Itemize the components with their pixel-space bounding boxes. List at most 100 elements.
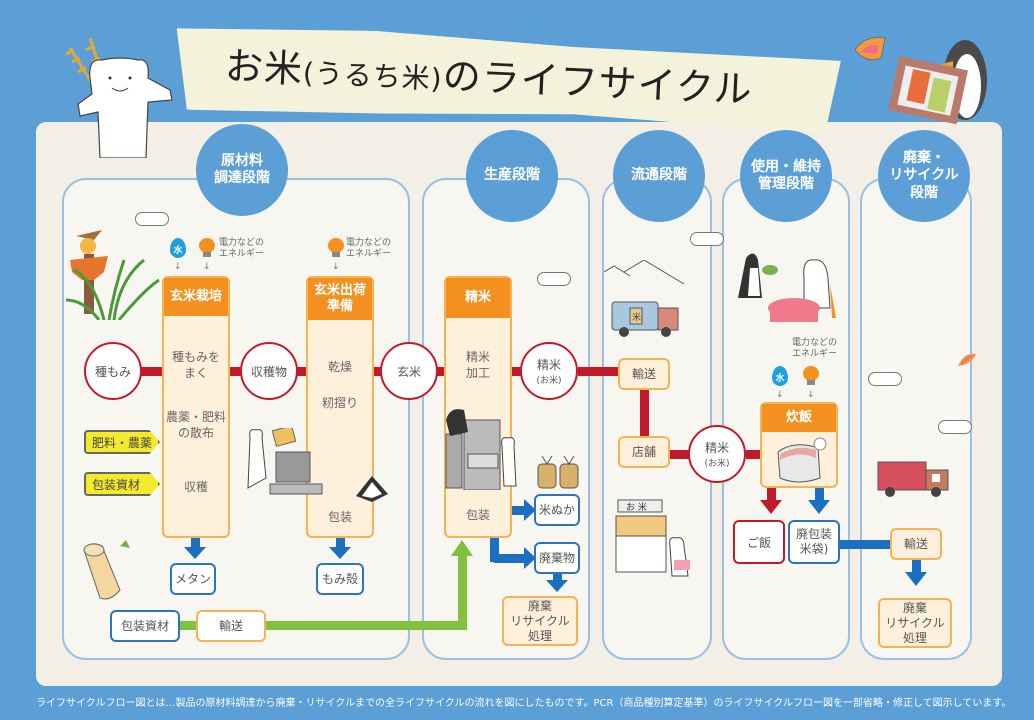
rice-shop-bear-illustration: お 米 (614, 496, 704, 580)
product-flow-line (296, 367, 308, 376)
product-flow-line (372, 367, 382, 376)
waste-flow-line (815, 488, 824, 502)
shop-sign-text: お 米 (626, 501, 647, 513)
polar-bear-illustration (60, 37, 173, 159)
input-tag-fertilizer-pesticide: 肥料・農薬 (84, 430, 160, 454)
panel-distribution (602, 178, 712, 660)
material-flow-line (180, 621, 196, 630)
output-cooked-rice: ご飯 (733, 520, 785, 564)
node-polished-rice-retail: 精米(お米) (688, 425, 746, 483)
truck-sign-text: 米 (632, 311, 641, 323)
output-rice-bran: 米ぬか (534, 494, 580, 526)
process-step: 包装 (327, 510, 352, 524)
water-icon: 水 (772, 366, 788, 386)
output-waste-packaging: 廃包装 米袋) (788, 520, 840, 564)
product-flow-line (767, 488, 776, 502)
product-flow-line (140, 367, 162, 376)
output-waste-recycling-final: 廃棄 リサイクル 処理 (878, 598, 952, 648)
penguin-with-package-illustration (854, 20, 995, 125)
stage-use-maintenance: 使用・維持 管理段階 (740, 130, 832, 222)
panel-disposal (860, 178, 972, 660)
arrow-down-icon (184, 547, 206, 559)
delivery-truck-illustration: 米 (610, 298, 682, 338)
node-label: 玄米 (396, 364, 421, 379)
stage-distribution: 流通段階 (613, 130, 705, 222)
footer-note: ライフサイクルフロー図とは…製品の原材料調達から廃棄・リサイクルまでの全ライフサ… (36, 698, 1012, 709)
cloud-illustration (938, 420, 972, 434)
process-rice-cultivation: 玄米栽培 種もみを まく 農薬・肥料 の散布 収穫 (162, 276, 230, 538)
product-flow-line (668, 450, 690, 459)
arrow-down-icon (329, 547, 351, 559)
product-flow-line (746, 450, 762, 459)
logistics-packaging-material: 包装資材 (110, 610, 180, 642)
process-header: 炊飯 (762, 404, 836, 432)
leaf-illustration (958, 352, 976, 368)
scarecrow-rice-field-illustration (64, 220, 164, 321)
process-step: 農薬・肥料 の散布 (165, 410, 226, 440)
logistics-store: 店舗 (618, 436, 670, 468)
title-paren: (うるち米) (302, 56, 444, 96)
cloud-illustration (690, 232, 724, 246)
arrow-down-icon: ↓ (332, 262, 340, 272)
process-step: 包装 (465, 508, 490, 522)
process-cooking: 炊飯 (760, 402, 838, 488)
node-sublabel: (お米) (704, 459, 730, 469)
arrow-up-icon (451, 540, 473, 556)
arrow-down-icon (546, 580, 568, 592)
input-tag-packaging-material: 包装資材 (84, 472, 160, 496)
energy-label: 電力などの エネルギー (219, 238, 265, 259)
process-header: 精米 (446, 278, 510, 318)
node-label: 精米 (536, 358, 561, 372)
arrow-down-icon: ↓ (203, 262, 211, 272)
material-flow-line (266, 621, 466, 630)
process-header: 玄米出荷 準備 (308, 278, 372, 320)
waste-flow-line (191, 538, 200, 548)
node-sublabel: (お米) (536, 376, 562, 386)
cloud-illustration (868, 372, 902, 386)
waste-flow-line (336, 538, 345, 548)
product-flow-line (510, 367, 522, 376)
logistics-transport: 輸送 (196, 610, 266, 642)
arrow-down-icon (760, 500, 782, 514)
waste-flow-line (490, 554, 526, 563)
waste-flow-line (553, 574, 562, 582)
arrow-down-icon: ↓ (174, 262, 182, 272)
output-rice-husk: もみ殻 (316, 563, 364, 595)
mountain-illustration (603, 259, 694, 290)
output-waste-recycling: 廃棄 リサイクル 処理 (502, 596, 578, 646)
stage-production: 生産段階 (466, 130, 558, 222)
packaging-roll-illustration (80, 540, 140, 602)
cloud-illustration (537, 272, 571, 286)
product-flow-line (228, 367, 250, 376)
title-main: お米 (224, 43, 305, 92)
arrow-down-icon (905, 572, 927, 586)
waste-flow-line (912, 560, 921, 574)
arrow-right-icon (524, 547, 536, 569)
penguin-polishing-machine-illustration (442, 406, 522, 491)
process-step: 籾摺り (321, 396, 358, 410)
waste-flow-line (840, 540, 892, 549)
arrow-down-icon: ↓ (776, 390, 784, 400)
output-waste: 廃棄物 (534, 542, 580, 574)
penguin-bear-dining-illustration (734, 248, 844, 334)
product-flow-line (640, 390, 649, 436)
waste-flow-line (490, 538, 499, 562)
bear-huller-machine-illustration (244, 425, 324, 508)
rice-cooker-illustration (774, 436, 828, 490)
garbage-truck-illustration (876, 460, 952, 500)
process-step: 乾燥 (327, 360, 352, 374)
penguin-illustration (352, 466, 392, 506)
output-methane: メタン (170, 563, 216, 595)
lightbulb-icon (803, 366, 819, 386)
stage-disposal-recycling: 廃棄・ リサイクル 段階 (878, 130, 970, 222)
product-flow-line (436, 367, 446, 376)
cloud-illustration (135, 212, 169, 226)
logistics-transport-distribution: 輸送 (618, 358, 670, 390)
logistics-transport-disposal: 輸送 (890, 528, 942, 560)
rice-bran-bags-illustration (536, 452, 580, 490)
waste-flow-line (512, 506, 526, 515)
process-step: 収穫 (183, 480, 208, 494)
energy-label: 電力などの エネルギー (346, 238, 392, 259)
node-label: 種もみ (94, 364, 131, 379)
node-label: 収穫物 (250, 364, 287, 379)
